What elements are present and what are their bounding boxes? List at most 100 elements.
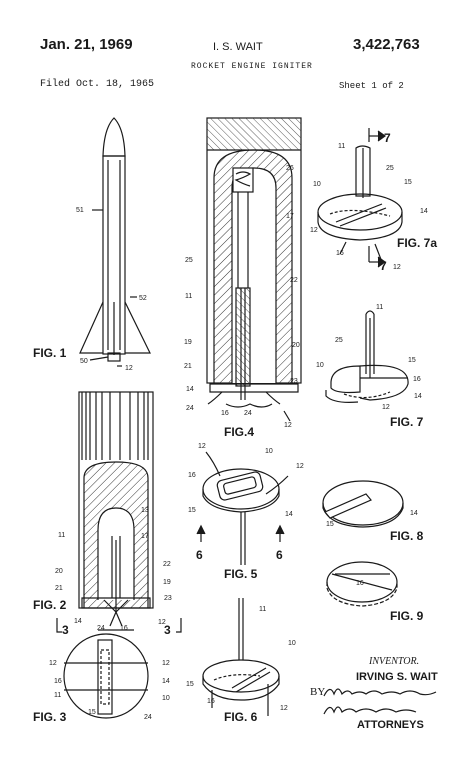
numeral-10b: 10 <box>316 362 324 369</box>
numeral-14b: 14 <box>420 208 428 215</box>
numeral-25c: 25 <box>335 337 343 344</box>
numeral-15e: 15 <box>186 681 194 688</box>
numeral-12f: 12 <box>158 619 166 626</box>
numeral-26: 26 <box>286 165 294 172</box>
numeral-16h: 16 <box>54 678 62 685</box>
fig7-igniter-drawing <box>325 310 409 403</box>
numeral-21b: 21 <box>55 585 63 592</box>
section-mark-7-top: 7 <box>384 131 391 145</box>
attorney-signature <box>323 688 437 715</box>
numeral-15c: 15 <box>188 507 196 514</box>
numeral-16g: 16 <box>207 698 215 705</box>
fig6-label: FIG. 6 <box>224 710 258 724</box>
fig7a-label: FIG. 7a <box>397 236 438 250</box>
fig3-label: FIG. 3 <box>33 710 67 724</box>
section-mark-6-left: 6 <box>196 548 203 562</box>
numeral-15b: 15 <box>408 357 416 364</box>
fig2-section-drawing <box>56 391 182 633</box>
numeral-15f: 15 <box>88 709 96 716</box>
numeral-10e: 10 <box>162 695 170 702</box>
numeral-11f: 11 <box>54 692 61 699</box>
numeral-20: 20 <box>292 342 300 349</box>
numeral-16c: 16 <box>413 376 421 383</box>
patent-number: 3,422,763 <box>353 36 420 53</box>
section-mark-3-left: 3 <box>62 623 69 637</box>
numeral-19b: 19 <box>163 579 171 586</box>
numeral-24: 24 <box>186 405 194 412</box>
reference-numerals: 51 52 50 12 26 17 25 22 11 19 20 21 23 1… <box>49 143 428 721</box>
fig4-section-drawing <box>206 117 302 422</box>
numeral-12e: 12 <box>382 404 390 411</box>
numeral-16d: 16 <box>120 625 128 632</box>
by-label: BY <box>310 686 326 698</box>
fig2-label: FIG. 2 <box>33 598 67 612</box>
numeral-11c: 11 <box>376 304 383 311</box>
numeral-15d: 15 <box>326 521 334 528</box>
fig4-label: FIG.4 <box>224 425 255 439</box>
numeral-12h: 12 <box>296 463 304 470</box>
numeral-10: 10 <box>313 181 321 188</box>
sheet-number: Sheet 1 of 2 <box>339 81 404 91</box>
numeral-23: 23 <box>290 378 298 385</box>
numeral-21: 21 <box>184 363 192 370</box>
numeral-25b: 25 <box>386 165 394 172</box>
patent-title: ROCKET ENGINE IGNITER <box>191 62 313 71</box>
numeral-12k: 12 <box>162 660 170 667</box>
fig8-label: FIG. 8 <box>390 529 424 543</box>
fig9-label: FIG. 9 <box>390 609 424 623</box>
section-mark-7-bottom: 7 <box>380 259 387 273</box>
fig1-rocket-drawing <box>79 117 151 367</box>
numeral-11d: 11 <box>58 532 65 539</box>
section-mark-6-right: 6 <box>276 548 283 562</box>
numeral-16: 16 <box>221 410 229 417</box>
numeral-22b: 22 <box>163 561 171 568</box>
numeral-17b: 17 <box>141 533 149 540</box>
numeral-15: 15 <box>404 179 412 186</box>
numeral-19: 19 <box>184 339 192 346</box>
numeral-16e: 16 <box>188 472 196 479</box>
numeral-24b: 24 <box>244 410 252 417</box>
fig8-disc-drawing <box>322 480 404 528</box>
numeral-24c: 24 <box>97 625 105 632</box>
fig7a-igniter-drawing <box>317 128 403 268</box>
numeral-14: 14 <box>186 386 194 393</box>
numeral-12b: 12 <box>284 422 292 429</box>
numeral-10d: 10 <box>288 640 296 647</box>
section-mark-3-right: 3 <box>164 623 171 637</box>
numeral-23b: 23 <box>164 595 172 602</box>
numeral-11: 11 <box>185 293 192 300</box>
numeral-52: 52 <box>139 295 147 302</box>
numeral-20b: 20 <box>55 568 63 575</box>
numeral-51: 51 <box>76 207 84 214</box>
numeral-16f: 16 <box>356 580 364 587</box>
numeral-12i: 12 <box>280 705 288 712</box>
numeral-12d: 12 <box>393 264 401 271</box>
inventor-header: I. S. WAIT <box>213 41 263 53</box>
numeral-14c: 14 <box>414 393 422 400</box>
inventor-label: INVENTOR. <box>369 656 420 667</box>
numeral-12g: 12 <box>198 443 206 450</box>
numeral-17: 17 <box>286 213 294 220</box>
fig9-disc-drawing <box>326 561 398 607</box>
fig5-igniter-drawing <box>196 451 289 565</box>
section-marks: 7 7 6 6 3 3 <box>62 131 391 637</box>
numeral-24d: 24 <box>144 714 152 721</box>
filed-date: Filed Oct. 18, 1965 <box>40 79 155 90</box>
numeral-16b: 16 <box>336 250 344 257</box>
numeral-12: 12 <box>125 365 133 372</box>
numeral-14e: 14 <box>285 511 293 518</box>
patent-date: Jan. 21, 1969 <box>40 36 133 53</box>
numeral-14f: 14 <box>410 510 418 517</box>
inventor-name: IRVING S. WAIT <box>356 671 438 683</box>
numeral-25: 25 <box>185 257 193 264</box>
numeral-14g: 14 <box>162 678 170 685</box>
fig7-label: FIG. 7 <box>390 415 424 429</box>
fig1-label: FIG. 1 <box>33 346 67 360</box>
fig3-disc-drawing <box>63 633 149 719</box>
numeral-13: 13 <box>141 507 149 514</box>
fig5-label: FIG. 5 <box>224 567 258 581</box>
numeral-11b: 11 <box>338 143 345 150</box>
fig6-igniter-drawing <box>202 598 280 716</box>
numeral-11e: 11 <box>259 606 266 613</box>
